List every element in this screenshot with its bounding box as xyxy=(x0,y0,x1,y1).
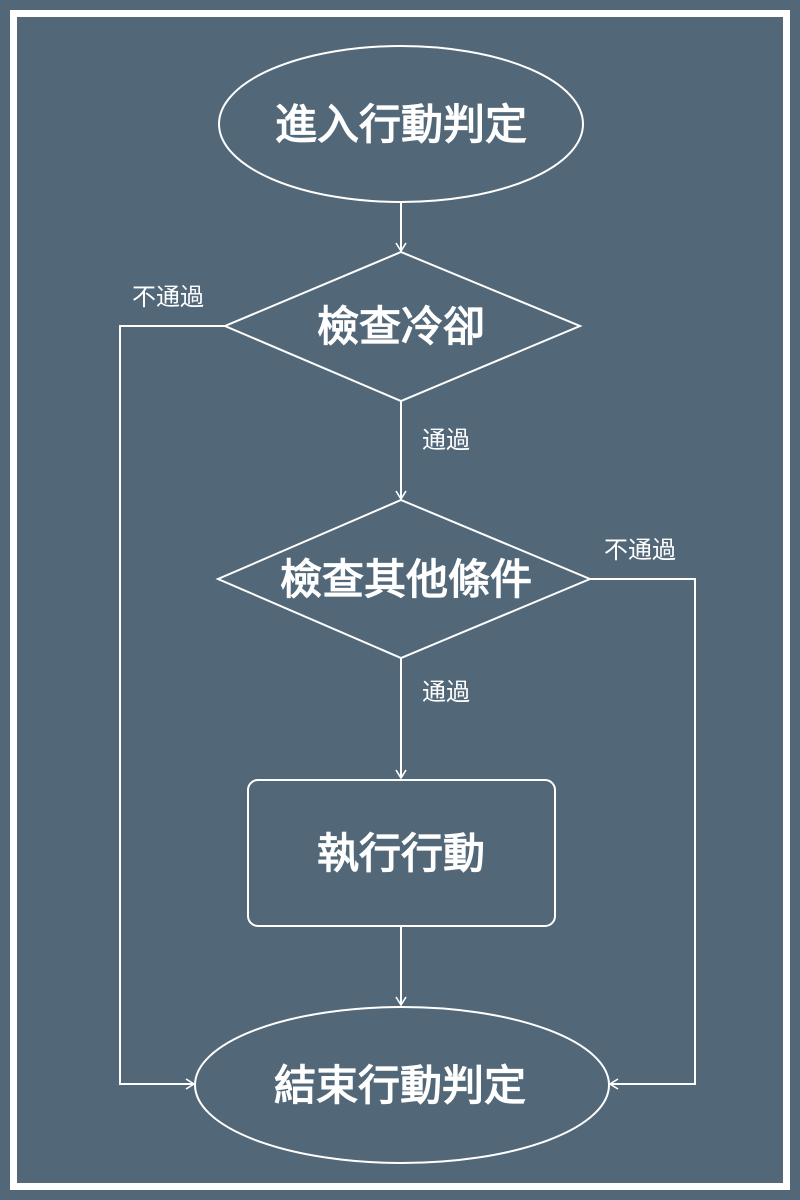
execute-label: 執行行動 xyxy=(317,829,485,878)
start-label: 進入行動判定 xyxy=(275,100,527,149)
diagram-frame xyxy=(10,10,790,1190)
end-label: 結束行動判定 xyxy=(274,1061,526,1110)
end-node xyxy=(194,1006,610,1164)
edge-cooldown-fail xyxy=(119,325,225,1090)
check-cooldown-label: 檢查冷卻 xyxy=(317,302,485,351)
other-pass-label: 通過 xyxy=(422,678,470,706)
cooldown-fail-label: 不通過 xyxy=(132,283,204,311)
other-fail-label: 不通過 xyxy=(604,536,676,564)
cooldown-pass-label: 通過 xyxy=(422,426,470,454)
check-other-label: 檢查其他條件 xyxy=(280,555,532,604)
edge-other-fail xyxy=(590,578,696,1090)
